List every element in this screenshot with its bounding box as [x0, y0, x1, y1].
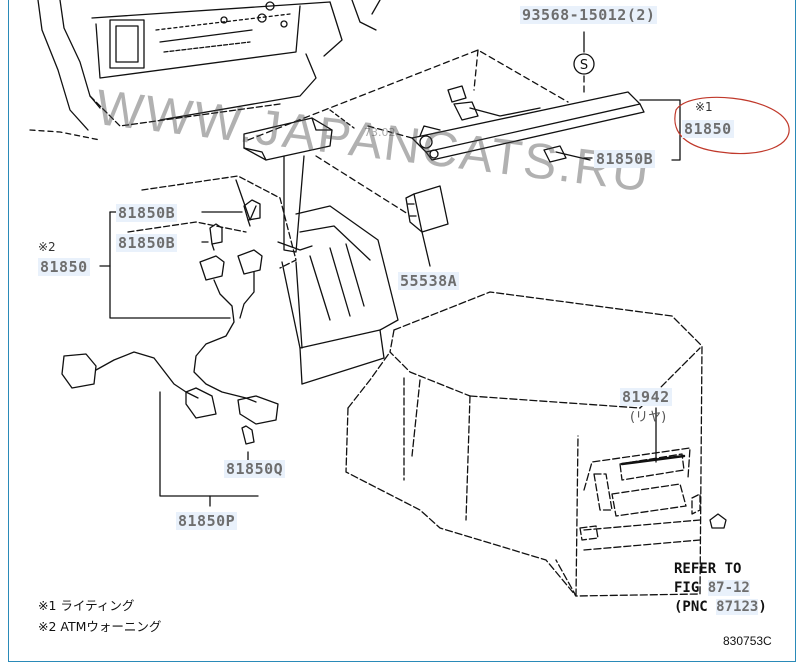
shift-lever [243, 117, 333, 253]
label-bulb-left-b[interactable]: 81850B [116, 234, 178, 252]
label-bulb-left-a[interactable]: 81850B [116, 204, 178, 222]
screw-symbol: S [573, 53, 595, 75]
console-switch [620, 454, 686, 466]
refer-line-3: (PNC 87123) [674, 598, 767, 617]
screw-symbol-letter: S [580, 58, 588, 73]
refer-pnc-link[interactable]: 87123 [716, 599, 759, 615]
dashboard-drawing [29, 0, 381, 141]
callout-lines [99, 31, 681, 507]
refer-line-2: FIG 87-12 [674, 579, 767, 598]
label-atm-warning-lamp[interactable]: 81850 [38, 258, 90, 276]
refer-to-note: REFER TO FIG 87-12 (PNC 87123) [674, 560, 767, 617]
dashed-guide-lines [247, 49, 585, 215]
refer-clip [709, 513, 727, 529]
refer-pnc-prefix: (PNC [674, 599, 717, 615]
label-screw-part[interactable]: 93568-15012(2) [520, 6, 658, 24]
refer-fig-link[interactable]: 87-12 [707, 580, 750, 596]
refer-fig-prefix: FIG [674, 580, 708, 596]
wedge-bulbs-left [209, 199, 261, 251]
label-bulb-upper[interactable]: 81850B [594, 150, 656, 168]
label-rear-lamp-jp: (リヤ) [630, 410, 667, 425]
label-lighting-lamp[interactable]: 81850 [682, 120, 734, 138]
atm-warning-harness [61, 249, 279, 445]
highlight-ellipse [674, 96, 790, 155]
label-rear-lamp[interactable]: 81942 [620, 388, 672, 406]
refer-line-1: REFER TO [674, 561, 742, 577]
note-atm-warning: ※2 ATMウォーニング [38, 619, 162, 634]
label-socket-p[interactable]: 81850P [176, 512, 238, 530]
diagram-code: 830753C [723, 634, 772, 648]
faint-annotation: 73.02 [364, 126, 396, 139]
diagram-frame [8, 0, 796, 662]
label-atm-mark: ※2 [38, 240, 56, 254]
label-cover[interactable]: 55538A [398, 272, 460, 290]
label-bulb-q[interactable]: 81850Q [224, 460, 286, 478]
console-box [345, 291, 703, 597]
overhead-lamp-assembly [411, 85, 645, 163]
note-lighting: ※1 ライティング [38, 598, 135, 613]
refer-pnc-suffix: ) [758, 599, 767, 615]
label-lighting-mark: ※1 [695, 100, 713, 114]
cover-part [405, 185, 449, 233]
